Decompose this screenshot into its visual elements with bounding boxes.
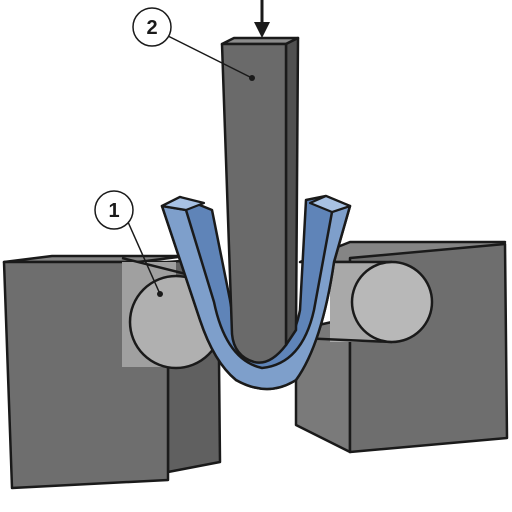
callout-1-circle (94, 190, 134, 230)
callout-1: 1 (94, 190, 163, 297)
punch-side-face (284, 36, 300, 347)
loading-punch (220, 36, 300, 364)
callout-2-dot (249, 75, 255, 81)
callout-2: 2 (132, 7, 255, 81)
callout-1-dot (157, 291, 163, 297)
callout-2-label: 2 (146, 17, 157, 39)
punch-front-face (220, 42, 288, 364)
callout-2-circle (132, 7, 172, 47)
callout-2-leader (167, 35, 253, 79)
arrow-down-icon (254, 0, 270, 38)
callout-1-leader (127, 221, 161, 295)
right-roller-end (350, 260, 434, 344)
workpiece-front-face (160, 204, 352, 391)
callout-1-label: 1 (108, 200, 119, 222)
right-support-roller (299, 260, 434, 344)
workpiece-right-end (308, 194, 352, 214)
workpiece-left-end (160, 195, 206, 212)
